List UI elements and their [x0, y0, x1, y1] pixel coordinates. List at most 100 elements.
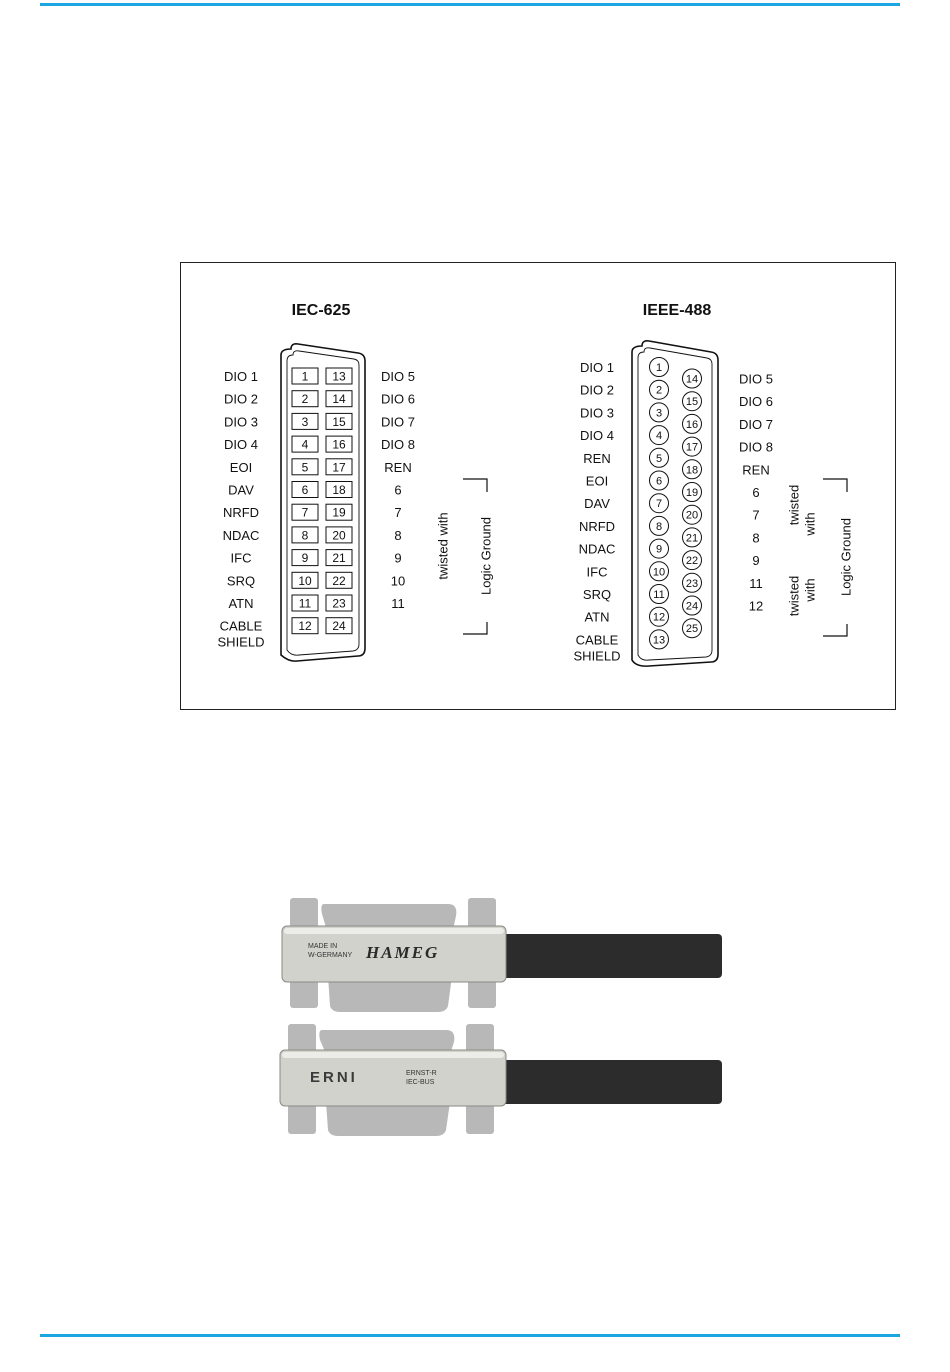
ieee488-pin-contact [682, 527, 702, 548]
ieee488-pin-number: 18 [686, 464, 698, 476]
iec625-pin-pad [291, 481, 319, 498]
iec625-signal-label: 10 [391, 573, 405, 588]
iec625-pin-pad [325, 435, 353, 453]
photo-lower-brand-logo: ERNI [310, 1069, 358, 1086]
ieee488-pin-contact [682, 504, 702, 525]
ieee488-left-pin: IFC 10 [587, 561, 669, 582]
ieee488-signal-label: ATN [584, 610, 609, 625]
ieee488-signal-label: NRFD [579, 519, 615, 534]
connector-photo-upper: MADE IN W-GERMANY HAMEG [281, 898, 722, 1012]
iec625-signal-label: SHIELD [218, 635, 265, 650]
iec625-pin-number: 8 [302, 528, 309, 542]
ieee488-pin-contact [682, 391, 702, 412]
ieee488-pin-number: 2 [656, 385, 662, 397]
iec625-pin-number: 12 [298, 619, 312, 633]
iec625-pin-number: 16 [332, 438, 346, 452]
ieee488-signal-label: REN [583, 451, 610, 466]
iec625-pin-number: 2 [302, 392, 309, 406]
iec625-pin-number: 15 [332, 415, 346, 429]
ieee488-pin-contact [649, 447, 669, 468]
ieee488-pin-contact [682, 572, 702, 593]
ieee488-signal-label: 6 [752, 485, 759, 500]
ieee488-pin-number: 1 [656, 362, 662, 374]
ieee488-signal-label: DIO 2 [580, 383, 614, 398]
ieee488-signal-label: DIO 1 [580, 360, 614, 375]
iec625-pin-number: 14 [332, 392, 346, 406]
iec625-pin-number: 4 [302, 438, 309, 452]
ieee488-left-pin: DIO 2 2 [580, 379, 669, 400]
ieee488-signal-label: EOI [586, 474, 608, 489]
connector-body-highlight [282, 1052, 504, 1058]
ieee488-pin-contact [649, 606, 669, 627]
iec625-pin-pad [291, 412, 319, 430]
ieee488-pin-contact [682, 482, 702, 502]
ieee488-pin-number: 11 [653, 589, 664, 601]
ieee488-signal-label: SHIELD [574, 648, 621, 663]
iec625-signal-label: ATN [228, 596, 253, 611]
ieee488-pin-contact [649, 493, 669, 514]
iec625-signal-label: NRFD [223, 505, 259, 520]
connector-body-highlight [284, 928, 504, 934]
ieee488-pin-contact [649, 357, 669, 377]
ieee488-pin-number: 16 [686, 419, 698, 431]
connector-body [279, 1049, 507, 1107]
iec625-connector-inner-outline [286, 350, 360, 656]
iec625-pin-row: DIO 3 3 15 DIO 7 [224, 412, 415, 430]
iec625-signal-label: DIO 7 [381, 414, 415, 429]
ieee488-pin-number: 10 [653, 566, 665, 578]
iec625-pin-number: 9 [302, 551, 309, 565]
photo-lower-label-1: ERNST-R [406, 1070, 437, 1077]
ieee488-pin-number: 6 [656, 476, 662, 488]
ieee488-pin-contact [682, 459, 702, 480]
connector-photo-lower: ERNI ERNST-R IEC-BUS [279, 1024, 722, 1136]
iec625-pin-pad [325, 594, 353, 612]
iec625-pin-number: 3 [302, 415, 309, 429]
ieee488-signal-label: DIO 6 [739, 394, 773, 409]
ieee488-signal-label: DIO 7 [739, 417, 773, 432]
ieee488-pin-number: 3 [656, 407, 662, 419]
ieee488-signal-label: IFC [587, 564, 608, 579]
cable [500, 934, 722, 978]
ieee488-pin-number: 21 [686, 532, 698, 544]
connector-screw-bottom-left [288, 1102, 316, 1134]
iec625-pin-pad [291, 458, 319, 476]
iec625-pin-pad [291, 503, 319, 521]
iec625-pin-number: 13 [332, 370, 346, 384]
ieee488-right-pin: 25 [682, 618, 702, 639]
ieee488-pin-number: 9 [656, 544, 662, 556]
ieee488-signal-label: DAV [584, 496, 610, 511]
iec625-signal-label: DIO 3 [224, 414, 258, 429]
iec625-pin-number: 22 [332, 574, 346, 588]
iec625-pin-pad [325, 481, 353, 498]
ieee488-pin-contact [649, 470, 669, 491]
iec625-title: IEC-625 [292, 302, 351, 319]
ieee488-with-label-upper: with [802, 512, 817, 536]
ieee488-signal-label: DIO 8 [739, 440, 773, 455]
ieee488-pin-number: 13 [653, 634, 665, 646]
ieee488-signal-label: 12 [749, 599, 763, 614]
ieee488-pin-contact [649, 515, 669, 536]
iec625-bracket-bottom [463, 622, 488, 635]
iec625-pin-number: 1 [302, 370, 309, 384]
iec625-pin-number: 24 [332, 619, 346, 633]
iec625-bracket-top [463, 478, 488, 492]
bottom-rule [40, 1334, 900, 1337]
iec625-pin-number: 18 [332, 483, 346, 497]
iec625-pin-number: 10 [298, 574, 312, 588]
iec625-signal-label: 9 [394, 551, 401, 566]
iec625-pin-pad [291, 549, 319, 567]
iec625-pin-number: 21 [332, 551, 346, 565]
ieee488-pin-contact [682, 436, 702, 457]
connector-shell-bottom [326, 1102, 450, 1136]
ieee488-pin-contact [649, 561, 669, 582]
